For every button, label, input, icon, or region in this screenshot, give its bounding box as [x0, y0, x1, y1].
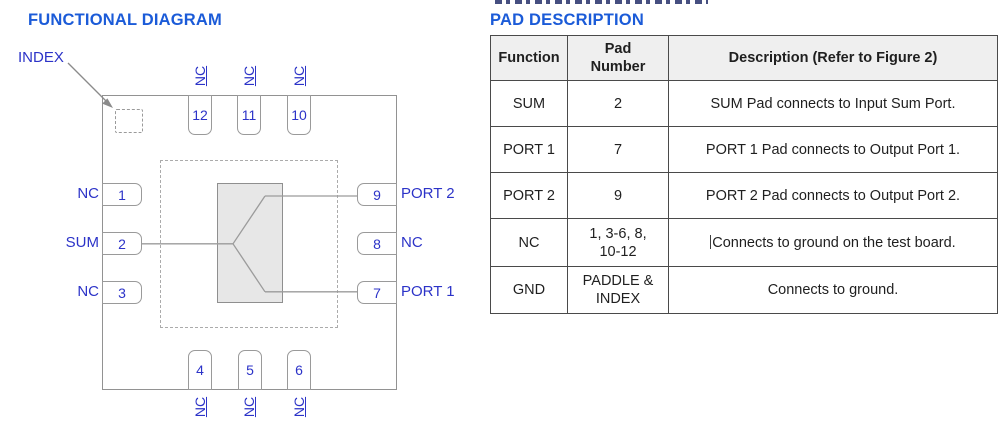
table-row-port1: PORT 1 7 PORT 1 Pad connects to Output P…: [490, 126, 998, 174]
pin-11-number: 11: [241, 107, 257, 123]
pin-1-label: NC: [77, 185, 99, 202]
pin-1: 1: [102, 183, 142, 206]
pin-12-label: NC: [192, 65, 208, 87]
functional-diagram: FUNCTIONAL DIAGRAM INDEX 12 11 10 4 5 6 …: [0, 0, 485, 423]
pin-6: 6: [287, 350, 311, 390]
splitter-upper-branch: [232, 195, 266, 245]
cell-pad-number: 7: [567, 126, 669, 174]
pin-7-label: PORT 1: [401, 283, 455, 300]
cell-description: PORT 1 Pad connects to Output Port 1.: [668, 126, 998, 174]
table-row-port2: PORT 2 9 PORT 2 Pad connects to Output P…: [490, 172, 998, 220]
index-arrow-line: [67, 62, 107, 102]
pin-2-label: SUM: [65, 234, 99, 251]
column-header-description: Description (Refer to Figure 2): [668, 34, 998, 82]
cell-description: SUM Pad connects to Input Sum Port.: [668, 80, 998, 128]
pin-8: 8: [357, 232, 397, 255]
pin-9: 9: [357, 183, 397, 206]
wiring-lines: [67, 62, 357, 293]
cell-pad-number: 9: [567, 172, 669, 220]
cell-description: PORT 2 Pad connects to Output Port 2.: [668, 172, 998, 220]
pin-11: 11: [237, 95, 261, 135]
splitter-lower-branch: [232, 243, 266, 293]
pin-2-number: 2: [118, 235, 126, 252]
pin-5-number: 5: [246, 362, 254, 378]
cell-description: Connects to ground on the test board.: [668, 218, 998, 268]
cell-pad-number: 1, 3-6, 8, 10-12: [567, 218, 669, 268]
pin-10: 10: [287, 95, 311, 135]
pin-2: 2: [102, 232, 142, 255]
table-header-row: Function Pad Number Description (Refer t…: [490, 34, 998, 82]
text-cursor-artifact: [710, 234, 712, 249]
pin-3-number: 3: [118, 284, 126, 301]
pin-3-label: NC: [77, 283, 99, 300]
table-row-nc: NC 1, 3-6, 8, 10-12 Connects to ground o…: [490, 218, 998, 268]
table-row-sum: SUM 2 SUM Pad connects to Input Sum Port…: [490, 80, 998, 128]
pin-6-label: NC: [291, 396, 307, 418]
pin-4-number: 4: [196, 362, 204, 378]
cell-description: Connects to ground.: [668, 266, 998, 315]
pin-11-label: NC: [241, 65, 257, 87]
table-row-gnd: GND PADDLE & INDEX Connects to ground.: [490, 266, 998, 315]
cell-pad-number: PADDLE & INDEX: [567, 266, 669, 315]
pin-5-label: NC: [241, 396, 257, 418]
pin-1-number: 1: [118, 186, 126, 203]
cell-function: PORT 2: [490, 172, 568, 220]
pin-8-number: 8: [373, 235, 381, 252]
cell-function: GND: [490, 266, 568, 315]
pin-7: 7: [357, 281, 397, 304]
pad-description-table: Function Pad Number Description (Refer t…: [490, 34, 998, 315]
cell-function: PORT 1: [490, 126, 568, 174]
index-marker-square: [115, 109, 143, 133]
pin-7-number: 7: [373, 284, 381, 301]
clipped-text-fragment: [495, 0, 708, 4]
cell-description-text: Connects to ground on the test board.: [712, 234, 956, 251]
column-header-pad-number: Pad Number: [567, 34, 669, 82]
pin-9-number: 9: [373, 186, 381, 203]
pin-10-number: 10: [291, 107, 307, 123]
pin-12-number: 12: [192, 107, 208, 123]
pin-6-number: 6: [295, 362, 303, 378]
cell-function: SUM: [490, 80, 568, 128]
functional-diagram-title: FUNCTIONAL DIAGRAM: [28, 11, 222, 29]
pad-description-title: PAD DESCRIPTION: [490, 11, 644, 29]
index-label: INDEX: [18, 49, 64, 66]
pin-4-label: NC: [192, 396, 208, 418]
pin-4: 4: [188, 350, 212, 390]
pin-9-label: PORT 2: [401, 185, 455, 202]
pin-8-label: NC: [401, 234, 423, 251]
pin-5: 5: [238, 350, 262, 390]
cell-pad-number: 2: [567, 80, 669, 128]
index-arrow-head: [102, 98, 113, 108]
pin-12: 12: [188, 95, 212, 135]
pin-3: 3: [102, 281, 142, 304]
pin-10-label: NC: [291, 65, 307, 87]
splitter-block: [217, 183, 283, 303]
column-header-function: Function: [490, 34, 568, 82]
cell-function: NC: [490, 218, 568, 268]
